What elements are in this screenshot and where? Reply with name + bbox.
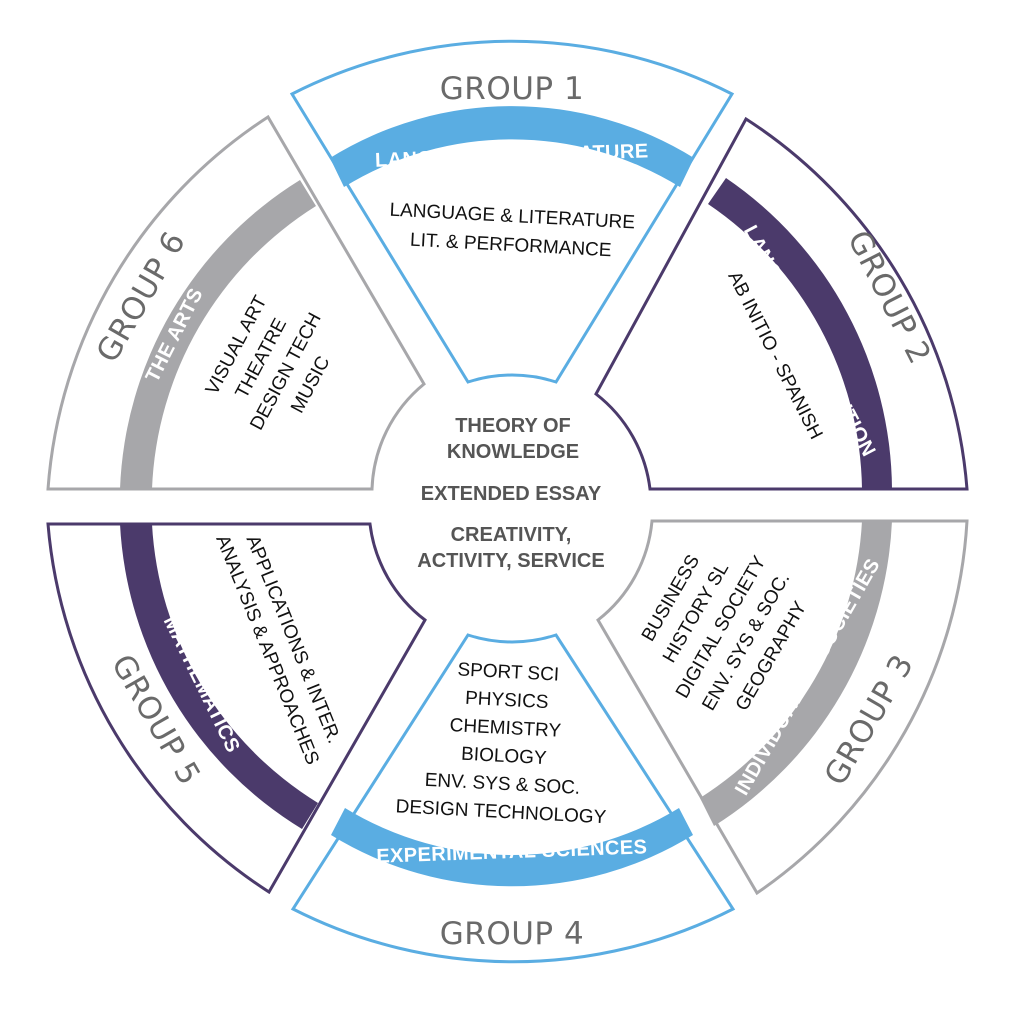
core: THEORY OF KNOWLEDGE EXTENDED ESSAY CREAT… <box>417 415 604 572</box>
group-3-band <box>700 521 892 826</box>
group-2-band <box>708 178 892 489</box>
subject-item: PHYSICS <box>465 688 549 713</box>
core-tok-line2: KNOWLEDGE <box>447 441 579 463</box>
group-1-title: GROUP 1 <box>440 71 584 107</box>
group-1-band <box>330 106 694 187</box>
group-6-band <box>120 180 316 489</box>
group-4-title: GROUP 4 <box>440 916 584 952</box>
subject-item: BIOLOGY <box>461 744 548 769</box>
core-extended-essay: EXTENDED ESSAY <box>421 483 602 505</box>
group-5-band <box>120 524 318 829</box>
core-cas-line1: CREATIVITY, <box>451 524 572 546</box>
group-4-band <box>331 808 693 887</box>
group-4-sector <box>290 633 736 964</box>
core-tok-line1: THEORY OF <box>455 415 571 437</box>
core-cas-line2: ACTIVITY, SERVICE <box>417 550 604 572</box>
